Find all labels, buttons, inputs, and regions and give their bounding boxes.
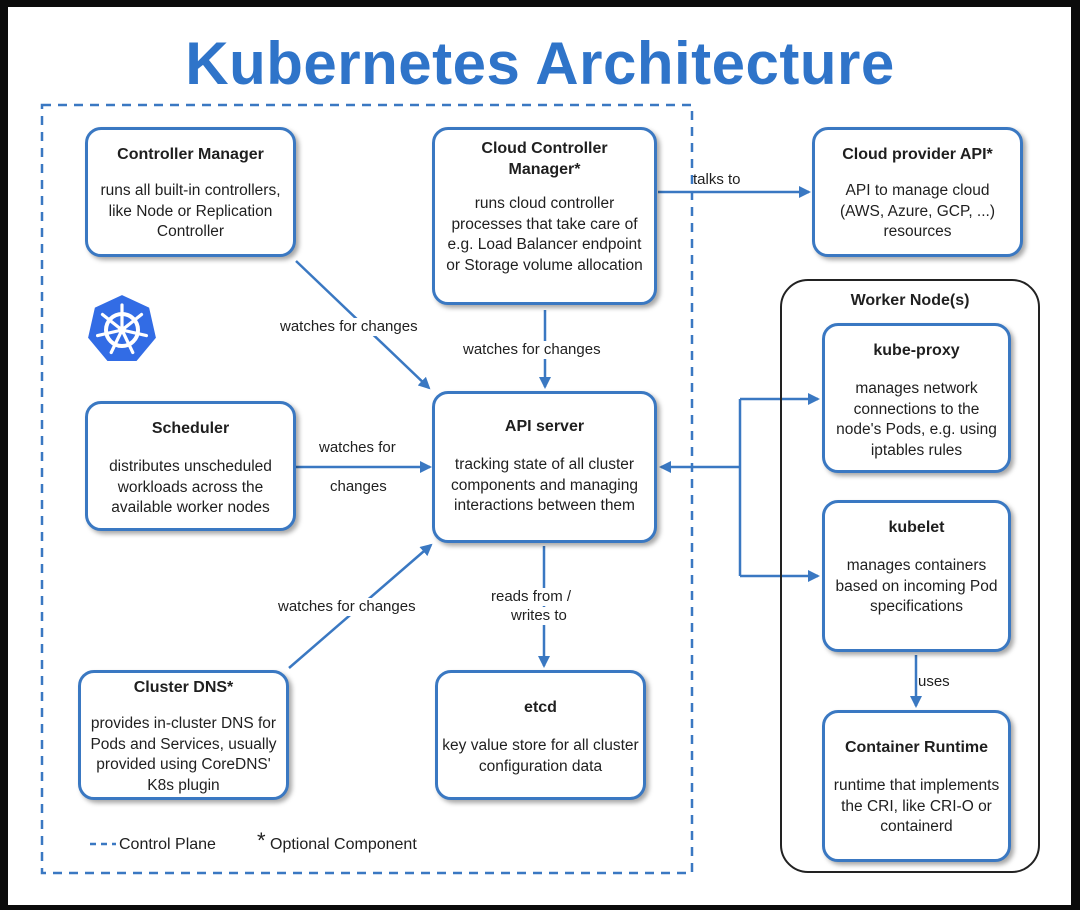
api-server-desc: tracking state of all cluster components…: [451, 456, 638, 514]
label-ccm-watches: watches for changes: [463, 341, 601, 359]
kube-proxy-box: kube-proxy manages network connections t…: [822, 323, 1011, 473]
kubelet-box: kubelet manages containers based on inco…: [822, 500, 1011, 652]
control-plane-frame: [40, 103, 694, 875]
controller-manager-title: Controller Manager: [117, 146, 264, 163]
scheduler-desc: distributes unscheduled workloads across…: [109, 458, 272, 516]
etcd-title: etcd: [524, 699, 557, 716]
etcd-box: etcd key value store for all cluster con…: [435, 670, 646, 800]
kubelet-title: kubelet: [888, 519, 945, 536]
label-cm-watches: watches for changes: [280, 318, 418, 336]
api-server-title: API server: [504, 418, 585, 435]
cluster-dns-title: Cluster DNS*: [133, 679, 234, 696]
api-server-box: API server tracking state of all cluster…: [432, 391, 657, 543]
worker-node-title: Worker Node(s): [850, 292, 970, 309]
label-uses: uses: [918, 673, 950, 690]
container-runtime-box: Container Runtime runtime that implement…: [822, 710, 1011, 862]
cloud-controller-manager-title: Cloud Controller Manager*: [481, 140, 608, 178]
page-title: Kubernetes Architecture: [185, 30, 895, 97]
container-runtime-desc: runtime that implements the CRI, like CR…: [833, 777, 1000, 835]
scheduler-title: Scheduler: [151, 420, 230, 437]
label-sched-watches-1: watches for: [319, 439, 396, 456]
legend-control-plane: Control Plane: [119, 836, 216, 853]
kube-proxy-title: kube-proxy: [873, 342, 960, 359]
label-sched-watches-2: changes: [330, 478, 387, 495]
cloud-controller-manager-box: Cloud Controller Manager* runs cloud con…: [432, 127, 657, 305]
cloud-provider-api-desc: API to manage cloud (AWS, Azure, GCP, ..…: [839, 182, 996, 240]
container-runtime-title: Container Runtime: [844, 739, 989, 756]
cloud-provider-api-title: Cloud provider API*: [842, 146, 993, 163]
cluster-dns-desc: provides in-cluster DNS for Pods and Ser…: [90, 715, 277, 794]
cloud-provider-api-box: Cloud provider API* API to manage cloud …: [812, 127, 1023, 257]
kubelet-desc: manages containers based on incoming Pod…: [835, 557, 998, 615]
label-etcd-rw-2: writes to: [511, 607, 567, 625]
controller-manager-box: Controller Manager runs all built-in con…: [85, 127, 296, 257]
cluster-dns-box: Cluster DNS* provides in-cluster DNS for…: [78, 670, 289, 800]
cloud-controller-manager-desc: runs cloud controller processes that tak…: [446, 195, 643, 274]
label-talks-to: talks to: [693, 171, 741, 188]
label-etcd-rw-1: reads from /: [491, 588, 572, 606]
legend-optional: Optional Component: [270, 836, 417, 853]
legend-optional-mark: *: [257, 828, 266, 853]
kubernetes-helm-icon: [85, 292, 159, 363]
etcd-desc: key value store for all cluster configur…: [442, 737, 639, 775]
scheduler-box: Scheduler distributes unscheduled worklo…: [85, 401, 296, 531]
controller-manager-desc: runs all built-in controllers, like Node…: [100, 182, 281, 240]
kube-proxy-desc: manages network connections to the node'…: [836, 380, 997, 459]
worker-node-frame: [780, 279, 1040, 873]
label-dns-watches: watches for changes: [278, 598, 416, 616]
